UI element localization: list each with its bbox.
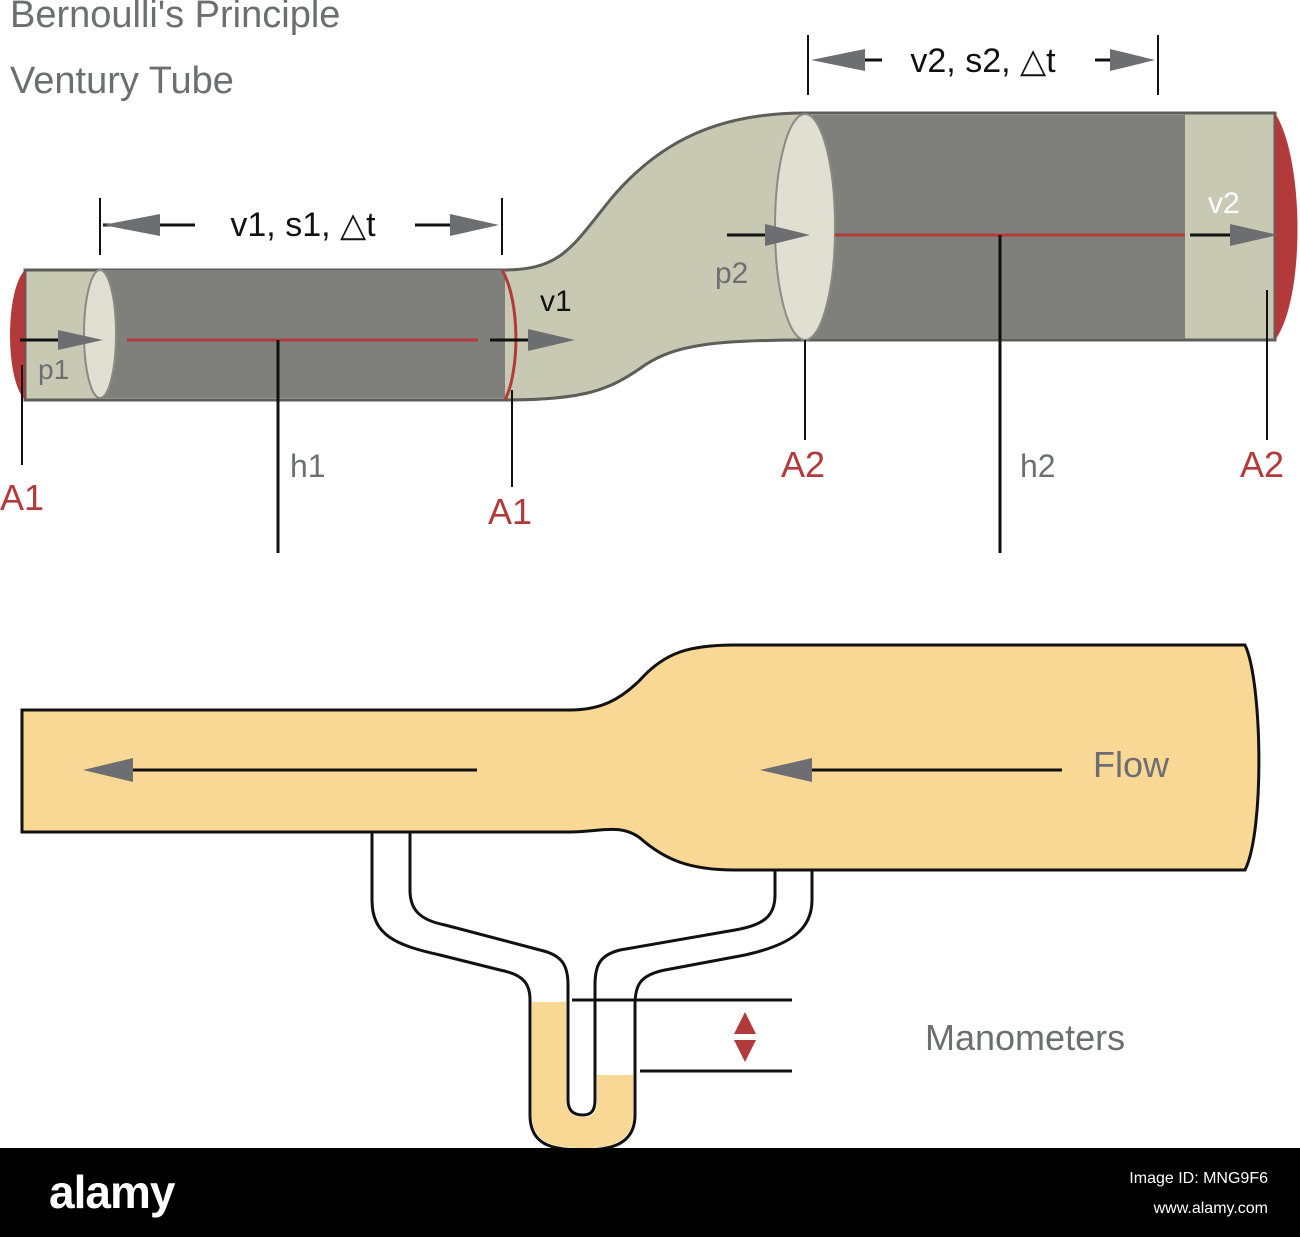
- label-h1: h1: [290, 448, 326, 484]
- flow-tube: [20, 643, 1261, 1148]
- watermark-bar: [0, 1148, 1300, 1237]
- flow-tube-body: [20, 643, 1261, 872]
- fluid-element-1: [100, 270, 505, 398]
- label-h2: h2: [1020, 448, 1056, 484]
- arrow-v2: [1190, 224, 1278, 246]
- fluid-element-2: [812, 115, 1185, 339]
- arrow-v1: [490, 329, 575, 351]
- watermark-logo: alamy: [49, 1166, 175, 1218]
- dimension-2: v2, s2, △t: [807, 35, 1159, 95]
- manometer-liquid: [532, 1002, 633, 1148]
- arrow-p1: [20, 330, 103, 350]
- label-flow: Flow: [1093, 744, 1170, 785]
- venturi-diagram: v1, s1, △t v2, s2, △t p1 v1 p2 v2 h1 h2 …: [0, 35, 1298, 1148]
- area-a2-right: [1275, 113, 1298, 340]
- label-p1: p1: [38, 354, 69, 385]
- title-line-1: Bernoulli's Principle: [10, 0, 341, 36]
- label-v2: v2: [1208, 187, 1240, 220]
- label-a2-left: A2: [781, 444, 825, 485]
- label-v1: v1: [540, 285, 572, 318]
- manometer-tube: [370, 828, 814, 1148]
- venturi-tube: [10, 111, 1298, 402]
- label-a1-right: A1: [488, 491, 532, 532]
- end-face-1: [83, 269, 117, 399]
- flow-arrow-2: [760, 758, 1062, 782]
- label-section-2: v2, s2, △t: [910, 42, 1056, 80]
- label-manometers: Manometers: [925, 1017, 1125, 1058]
- flow-arrow-1: [83, 758, 477, 782]
- title-line-2: Ventury Tube: [10, 60, 234, 102]
- label-p2: p2: [715, 257, 748, 290]
- arrow-p2: [727, 224, 810, 246]
- level-difference-arrow: [734, 1012, 756, 1062]
- label-a1-left: A1: [0, 477, 44, 518]
- end-face-2: [774, 113, 836, 341]
- dimension-1: v1, s1, △t: [99, 198, 503, 255]
- area-a1-right: [500, 269, 518, 401]
- watermark-image-id: Image ID: MNG9F6: [1129, 1170, 1268, 1187]
- watermark-url: www.alamy.com: [1153, 1200, 1268, 1217]
- label-section-1: v1, s1, △t: [230, 206, 376, 244]
- label-a2-right: A2: [1240, 444, 1284, 485]
